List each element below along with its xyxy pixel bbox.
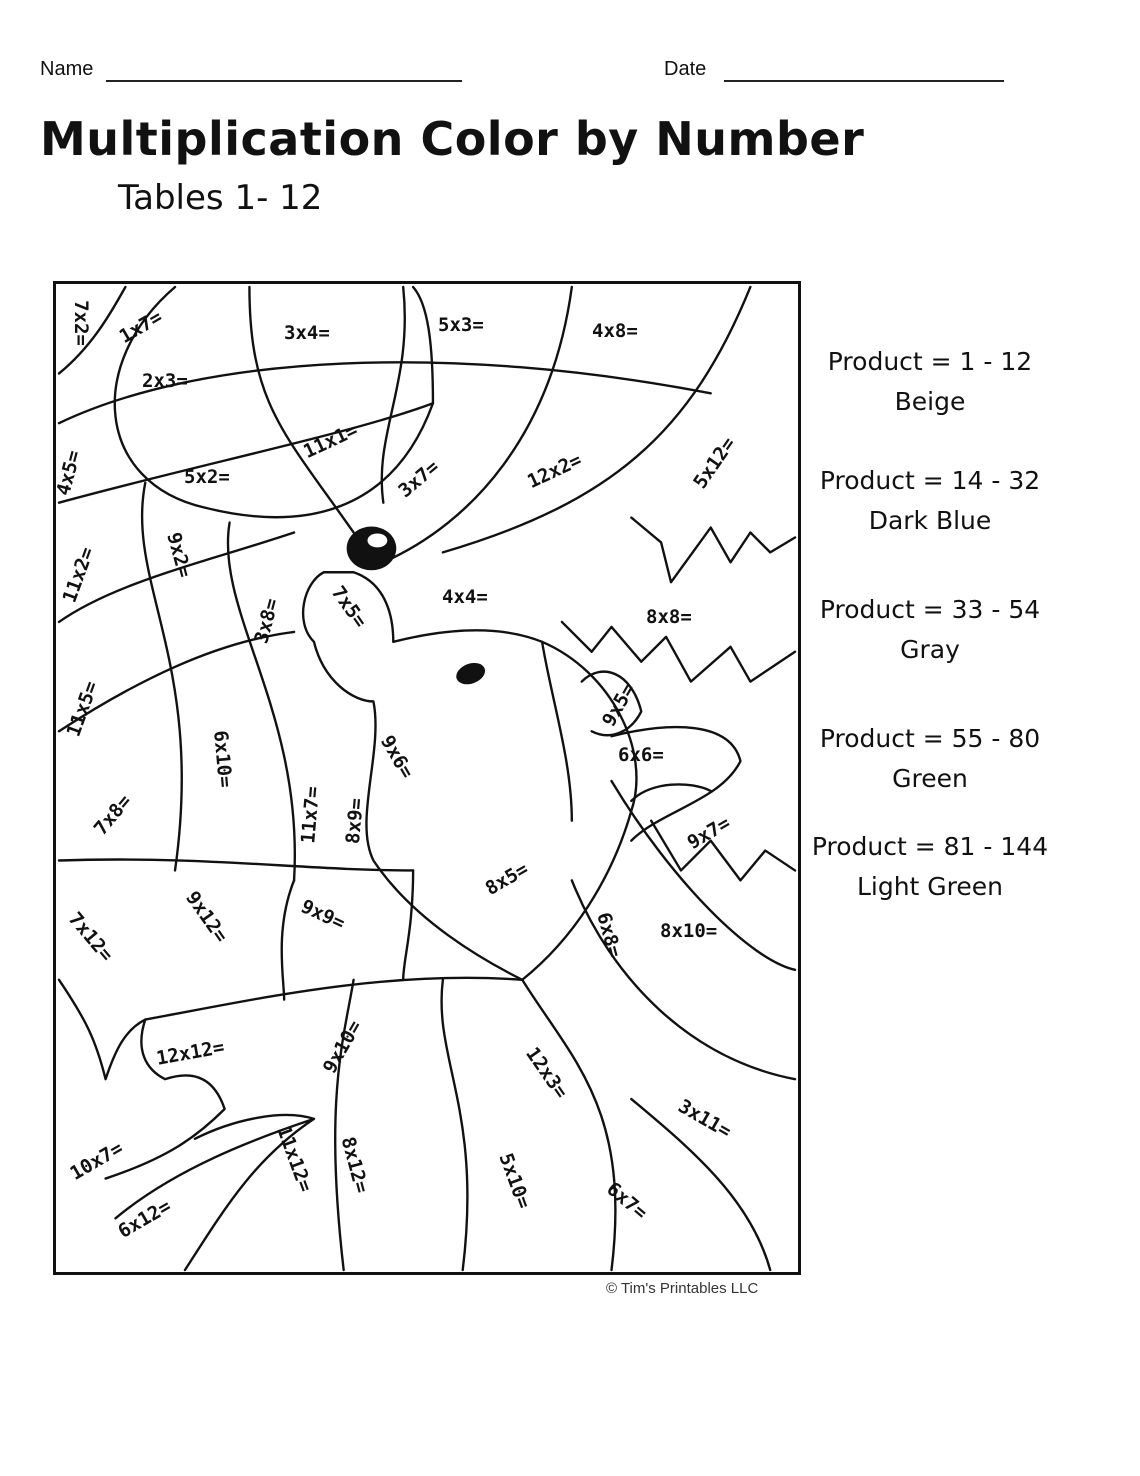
key-color-name: Gray — [900, 635, 960, 664]
fact-label: 4x8= — [592, 320, 638, 342]
name-label: Name — [40, 58, 94, 80]
fact-label: 4x4= — [442, 586, 488, 608]
color-key-item: Product = 55 - 80 Green — [806, 719, 1054, 799]
fact-label: 6x6= — [618, 744, 664, 766]
key-range: Product = 81 - 144 — [811, 832, 1049, 861]
coloring-outline-art — [57, 285, 797, 1272]
fact-label: 5x3= — [438, 314, 484, 336]
color-key-item: Product = 14 - 32 Dark Blue — [806, 461, 1054, 541]
fact-label: 2x3= — [142, 370, 188, 392]
date-label: Date — [664, 58, 707, 80]
name-field[interactable] — [106, 80, 462, 82]
key-color-name: Dark Blue — [868, 506, 992, 535]
fact-label: 8x9= — [341, 797, 368, 845]
date-field[interactable] — [724, 80, 1004, 82]
fact-label: 7x2= — [69, 300, 92, 346]
fact-label: 8x10= — [660, 920, 718, 942]
key-color-name: Beige — [894, 387, 966, 416]
key-color-name: Green — [892, 764, 968, 793]
key-range: Product = 33 - 54 — [819, 595, 1041, 624]
page-subtitle: Tables 1- 12 — [118, 178, 323, 218]
coloring-picture: 7x2= 1x7= 3x4= 5x3= 4x8= 2x3= 4x5= 11x1=… — [53, 281, 801, 1275]
key-range: Product = 1 - 12 — [827, 347, 1033, 376]
key-range: Product = 14 - 32 — [819, 466, 1041, 495]
page-title: Multiplication Color by Number — [40, 112, 865, 166]
fact-label: 8x8= — [646, 606, 692, 628]
color-key-item: Product = 1 - 12 Beige — [806, 342, 1054, 422]
key-range: Product = 55 - 80 — [819, 724, 1041, 753]
fact-label: 3x4= — [284, 322, 330, 344]
color-key-item: Product = 33 - 54 Gray — [806, 590, 1054, 670]
copyright-notice: © Tim's Printables LLC — [606, 1280, 759, 1297]
color-key-item: Product = 81 - 144 Light Green — [806, 827, 1054, 907]
key-color-name: Light Green — [856, 872, 1004, 901]
fact-label: 5x2= — [184, 466, 230, 488]
